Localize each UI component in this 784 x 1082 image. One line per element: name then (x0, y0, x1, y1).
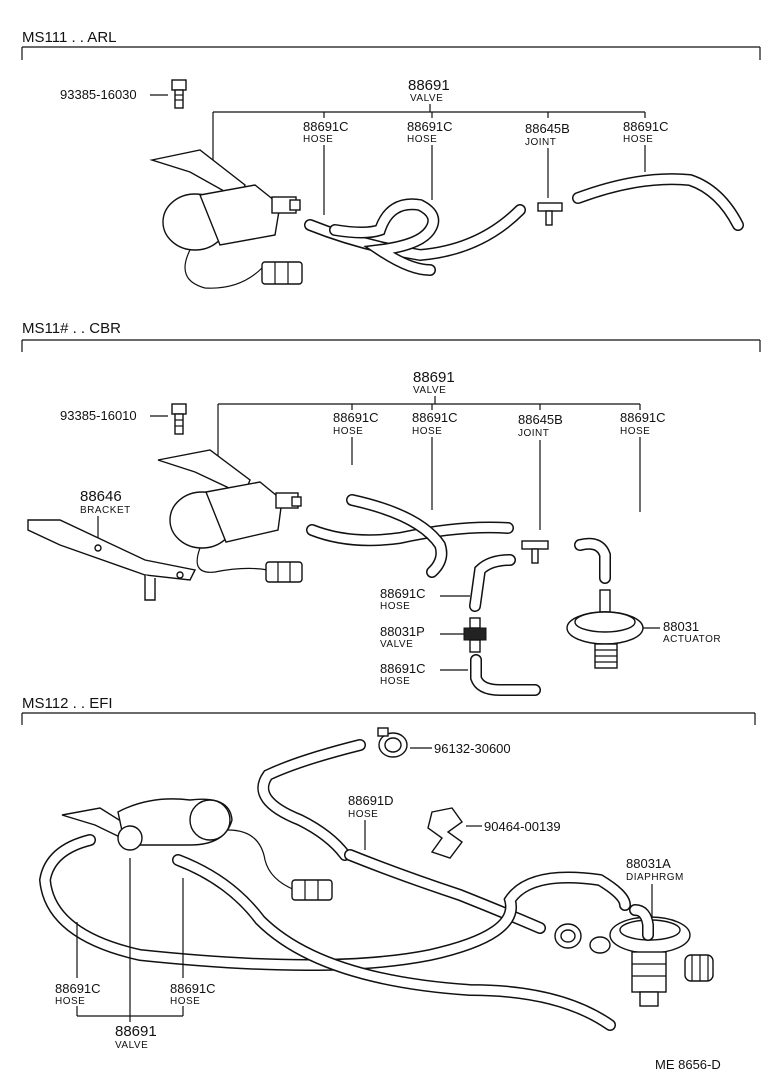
hose-part-name: HOSE (303, 134, 333, 145)
hose-part-number: 88691C (55, 981, 101, 996)
actuator-part-name: ACTUATOR (663, 634, 721, 645)
valve-part-name: VALVE (410, 93, 443, 104)
section-title: MS111 . . ARL (22, 29, 117, 46)
diaphragm-part-number: 88031A (626, 856, 671, 871)
check-valve-icon (463, 617, 487, 653)
hose-part-number: 88691C (623, 119, 669, 134)
valve-part-name: VALVE (115, 1040, 148, 1051)
hose-group (38, 739, 631, 1031)
vsv-valve-icon (149, 149, 303, 289)
section-title: MS112 . . EFI (22, 695, 113, 712)
valve-part-number: 88691 (115, 1023, 157, 1040)
bolt-icon (171, 403, 187, 435)
hose-part-number: 88691C (170, 981, 216, 996)
hose-part-name: HOSE (380, 601, 410, 612)
joint-part-number: 88645B (525, 121, 570, 136)
diaphragm-icon (589, 904, 714, 1007)
hose-part-number: 88691C (412, 410, 458, 425)
hose-part-name: HOSE (620, 426, 650, 437)
hose-part-name: HOSE (55, 996, 85, 1007)
valve-part-number: 88031P (380, 624, 425, 639)
joint-icon (537, 202, 563, 226)
hose-part-number: 88691C (407, 119, 453, 134)
clamp-label: 96132-30600 (434, 741, 511, 756)
bolt-label: 93385-16030 (60, 87, 137, 102)
section-ms11x-cbr: MS11# . . CBR 93385-16010 88691 VALVE 88… (21, 320, 761, 696)
hose-part-name: HOSE (348, 809, 378, 820)
hose-group (304, 173, 744, 276)
joint-part-name: JOINT (518, 428, 549, 439)
hose-part-name: HOSE (380, 676, 410, 687)
hose-clamp-icon (377, 727, 408, 758)
joint-part-number: 88645B (518, 412, 563, 427)
hose-part-number: 88691C (620, 410, 666, 425)
hose-clip-icon (427, 807, 463, 859)
hose-part-number: 88691D (348, 793, 394, 808)
hose-part-name: HOSE (412, 426, 442, 437)
joint-icon (521, 540, 549, 564)
figure-code: ME 8656-D (655, 1057, 721, 1072)
bracket-icon (27, 519, 197, 601)
bracket-part-number: 88646 (80, 488, 122, 505)
hose-part-number: 88691C (380, 586, 426, 601)
actuator-icon (566, 589, 644, 669)
bolt-label: 93385-16010 (60, 408, 137, 423)
hose-group (306, 494, 611, 696)
bracket-part-name: BRACKET (80, 505, 131, 516)
valve-part-name: VALVE (413, 385, 446, 396)
valve-part-name: VALVE (380, 639, 413, 650)
vsv-valve-icon (157, 449, 303, 583)
valve-part-number: 88691 (408, 77, 450, 94)
valve-part-number: 88691 (413, 369, 455, 386)
hose-part-name: HOSE (333, 426, 363, 437)
vsv-valve-icon (61, 798, 333, 901)
joint-part-name: JOINT (525, 137, 556, 148)
section-title: MS11# . . CBR (22, 320, 121, 337)
section-ms111-arl: MS111 . . ARL 93385-16030 88691 VALVE 88… (21, 29, 761, 289)
hose-part-name: HOSE (623, 134, 653, 145)
actuator-part-number: 88031 (663, 619, 699, 634)
hose-clamp-icon (554, 923, 582, 949)
hose-part-number: 88691C (303, 119, 349, 134)
bolt-icon (171, 79, 187, 109)
hose-part-name: HOSE (407, 134, 437, 145)
diaphragm-part-name: DIAPHRGM (626, 872, 684, 883)
clip-label: 90464-00139 (484, 819, 561, 834)
hose-part-number: 88691C (333, 410, 379, 425)
section-ms112-efi: MS112 . . EFI 96132-30600 88691D HOSE 90… (21, 695, 756, 1051)
hose-part-number: 88691C (380, 661, 426, 676)
hose-part-name: HOSE (170, 996, 200, 1007)
